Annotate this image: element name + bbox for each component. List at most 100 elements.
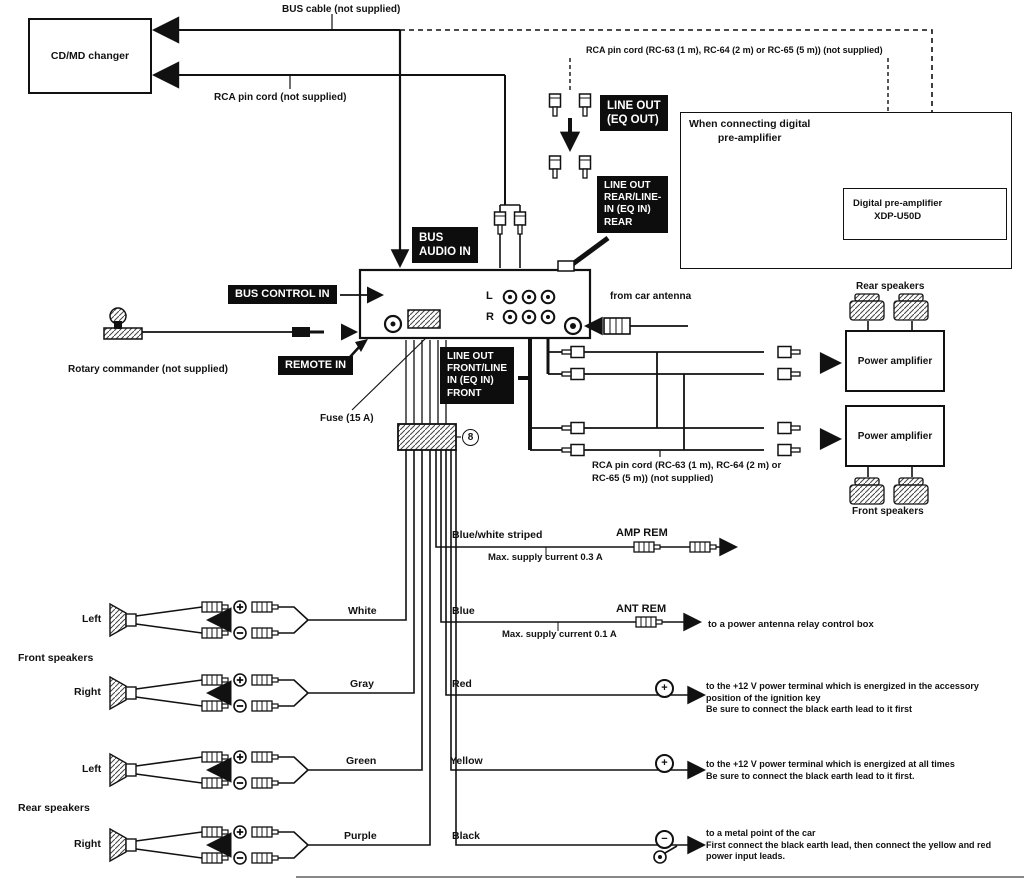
right-arrow-icon [687, 835, 706, 855]
remote-in-pointer-icon [355, 339, 368, 352]
wire-color-label: Yellow [450, 755, 483, 767]
wire-destination: to a metal point of the car First connec… [706, 828, 992, 862]
minus-icon [233, 626, 247, 640]
power-amplifier-top-box: Power amplifier [845, 330, 945, 392]
speaker-side-label: Right [74, 686, 101, 698]
rear-speaker-icon [849, 293, 885, 321]
right-arrow-icon [683, 612, 702, 632]
right-arrow-icon [719, 537, 738, 557]
speaker-row-left-front [135, 606, 203, 634]
bullet-connector-icon [201, 627, 229, 639]
line-out-rear-badge: LINE OUT REAR/LINE- IN (EQ IN) REAR [597, 176, 669, 233]
bullet-connector-icon [633, 541, 661, 553]
white-wire [278, 450, 407, 634]
speaker-wire-color: Purple [344, 830, 377, 842]
bullet-connector-icon [251, 700, 279, 712]
speaker-icon [109, 603, 137, 637]
head-unit [358, 260, 592, 340]
remote-plug-icon [292, 327, 310, 337]
digital-preamp-label: Digital pre-amplifier XDP-U50D [853, 198, 943, 223]
plus-icon [233, 825, 247, 839]
rca-plug-icon [777, 421, 801, 435]
plus-icon [233, 750, 247, 764]
blue-white-wire [435, 450, 722, 548]
rca-plug-icon [777, 443, 801, 457]
bullet-connector-icon [251, 601, 279, 613]
plus-icon [233, 600, 247, 614]
rca-runs [518, 338, 764, 457]
power-amplifier-bottom-box: Power amplifier [845, 405, 945, 467]
wire-destination: to the +12 V power terminal which is ene… [706, 759, 955, 781]
rotary-commander-icon [103, 307, 143, 340]
rca-plug-icon [548, 93, 562, 117]
front-speakers-label: Front speakers [852, 506, 924, 517]
minus-icon [233, 699, 247, 713]
rca-plug-icon [777, 367, 801, 381]
cdmd-changer-box: CD/MD changer [28, 18, 152, 94]
front-speakers-group-label: Front speakers [18, 652, 94, 664]
red-wire [445, 450, 692, 696]
rotary-commander-label: Rotary commander (not supplied) [68, 364, 229, 375]
right-channel-label: R [486, 311, 494, 323]
bullet-connector-icon [201, 700, 229, 712]
rca-jacks [502, 289, 556, 325]
bullet-connector-icon [251, 852, 279, 864]
rca-cord-options-label: RCA pin cord (RC-63 (1 m), RC-64 (2 m) o… [586, 45, 883, 55]
right-arrow-icon [687, 760, 706, 780]
rca-plug-icon [562, 369, 584, 380]
down-arrow-icon [559, 131, 581, 152]
harness-connector-number: 8 [462, 429, 479, 446]
rear-speaker-icon [893, 293, 929, 321]
speaker-side-label: Right [74, 838, 101, 850]
blue-wire [440, 450, 690, 623]
minus-terminal-badge: − [655, 830, 674, 849]
rca-plug-icon [562, 445, 584, 456]
arrow-to-changer-icon [152, 61, 180, 89]
plus-terminal-badge: + [655, 679, 674, 698]
bullet-connector-icon [201, 826, 229, 838]
bullet-connector-icon [251, 674, 279, 686]
rca-plug-icon [562, 347, 584, 358]
speaker-wire-color: White [348, 605, 377, 617]
remote-in-badge: REMOTE IN [278, 356, 354, 376]
bus-cable-line [178, 14, 933, 250]
purple-wire [278, 450, 431, 859]
when-connecting-title: When connecting digital pre-amplifier [689, 118, 811, 144]
wire-note: Max. supply current 0.3 A [488, 552, 603, 563]
remote-arrow-icon [341, 323, 358, 341]
rca-plug-icon [493, 211, 507, 235]
bullet-connector-icon [689, 541, 717, 553]
rca-plug-icon [513, 211, 527, 235]
bullet-connector-icon [201, 852, 229, 864]
fuse-holder [407, 309, 441, 329]
rear-speakers-label: Rear speakers [856, 281, 925, 292]
yellow-wire [450, 450, 692, 771]
line-out-eq-badge: LINE OUT (EQ OUT) [600, 95, 668, 132]
line-out-front-badge: LINE OUT FRONT/LINE IN (EQ IN) FRONT [440, 347, 514, 404]
bus-cable-label: BUS cable (not supplied) [282, 4, 401, 15]
bullet-connector-icon [201, 777, 229, 789]
harness-connector [397, 423, 457, 451]
bullet-connector-icon [251, 751, 279, 763]
bullet-connector-icon [251, 777, 279, 789]
left-channel-label: L [486, 290, 493, 302]
speaker-icon [109, 753, 137, 787]
minus-icon [233, 776, 247, 790]
amp-input-arrow-icon [819, 351, 842, 375]
wire-color-label: Black [452, 830, 481, 842]
cdmd-changer-label: CD/MD changer [50, 50, 130, 62]
rca-plug-icon [562, 423, 584, 434]
bullet-connector-icon [635, 616, 663, 628]
rca-plug-icon [777, 345, 801, 359]
wire-note: Max. supply current 0.1 A [502, 629, 617, 640]
digital-preamp-box: Digital pre-amplifier XDP-U50D [843, 188, 1007, 240]
speaker-icon [109, 828, 137, 862]
power-amplifier-label: Power amplifier [857, 355, 933, 367]
bullet-connector-icon [201, 674, 229, 686]
green-wire [278, 450, 423, 784]
minus-icon [233, 851, 247, 865]
speaker-side-label: Left [82, 763, 102, 775]
bus-control-in-badge: BUS CONTROL IN [228, 285, 337, 305]
rear-lineout-port [557, 260, 575, 272]
ring-terminal-icon [653, 845, 678, 864]
